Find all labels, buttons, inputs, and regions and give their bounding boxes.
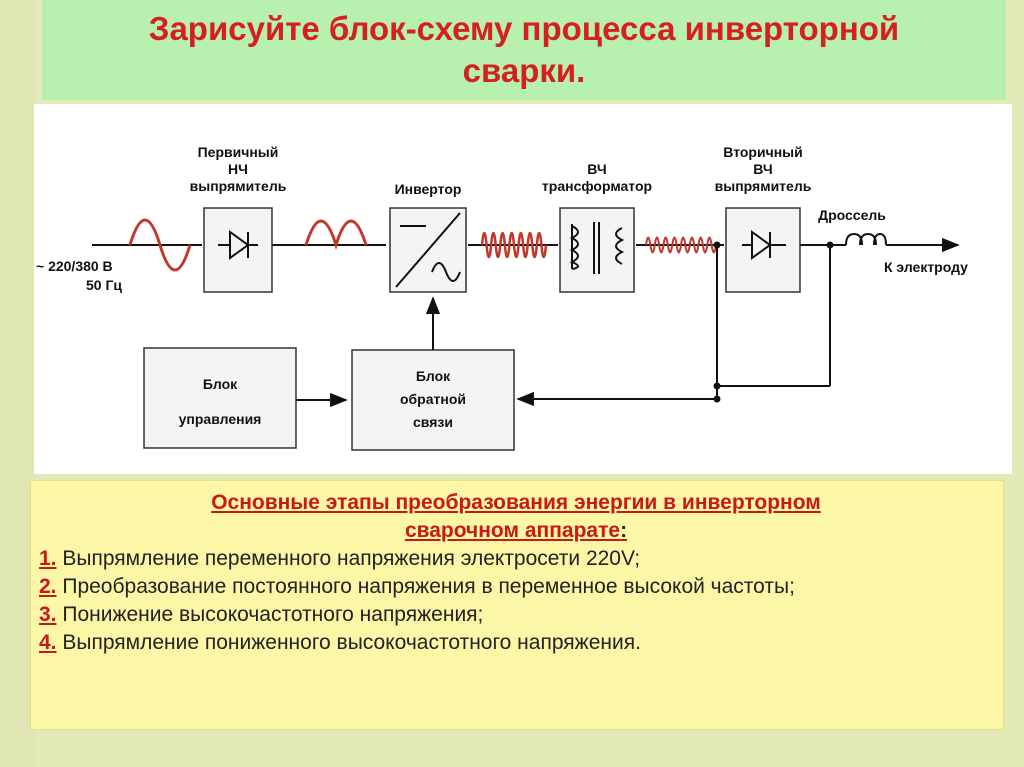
secondary-rectifier-label-2: ВЧ [753, 161, 772, 177]
stage-item: 2. Преобразование постоянного напряжения… [39, 573, 993, 601]
input-voltage-label: ~ 220/380 В [36, 258, 113, 274]
stages-heading-line-1: Основные этапы преобразования энергии в … [211, 491, 821, 514]
primary-rectifier-label-3: выпрямитель [190, 178, 287, 194]
primary-rectifier-label-2: НЧ [228, 161, 248, 177]
feedback-block-label-1: Блок [416, 368, 451, 384]
sine-wave [128, 218, 192, 272]
hf-wave-low [645, 236, 717, 254]
stage-text: Понижение высокочастотного напряжения; [62, 603, 484, 626]
junction-dot [713, 395, 721, 403]
diode-icon [218, 230, 258, 260]
secondary-rectifier-label-3: выпрямитель [715, 178, 812, 194]
diode-icon [742, 230, 786, 260]
primary-rectifier-label-1: Первичный [198, 144, 279, 160]
stage-item: 4. Выпрямление пониженного высокочастотн… [39, 629, 993, 657]
page-title-line-2: сварки. [462, 52, 586, 89]
stage-item: 3. Понижение высокочастотного напряжения… [39, 601, 993, 629]
stage-number: 1. [39, 547, 57, 570]
stage-number: 2. [39, 575, 57, 598]
transformer-label-1: ВЧ [587, 161, 606, 177]
output-label: К электроду [884, 259, 968, 275]
secondary-rectifier-label-1: Вторичный [723, 144, 802, 160]
feedback-block-label-3: связи [413, 414, 453, 430]
choke-label: Дроссель [818, 207, 886, 223]
feedback-block-box [351, 349, 515, 451]
stages-heading: Основные этапы преобразования энергии в … [99, 489, 933, 545]
stage-number: 3. [39, 603, 57, 626]
stage-number: 4. [39, 631, 57, 654]
stage-text: Выпрямление переменного напряжения элект… [62, 547, 641, 570]
junction-dot [713, 382, 721, 390]
stage-text: Преобразование постоянного напряжения в … [62, 575, 795, 598]
block-diagram: Первичный НЧ выпрямитель Инвертор ВЧ тра… [36, 144, 968, 451]
inverter-label: Инвертор [395, 181, 462, 197]
input-frequency-label: 50 Гц [86, 277, 122, 293]
junction-dot [713, 241, 721, 249]
transformer-icon [569, 222, 625, 274]
transformer-label-2: трансформатор [542, 178, 652, 194]
stages-heading-line-2: сварочном аппарате [404, 519, 621, 542]
control-block-box [143, 347, 297, 449]
page-title-line-1: Зарисуйте блок-схему процесса инверторно… [148, 10, 900, 47]
control-block-label-1: Блок [203, 376, 238, 392]
stages-box: Основные этапы преобразования энергии в … [30, 480, 1004, 730]
hf-wave [480, 231, 548, 259]
title-banner: Зарисуйте блок-схему процесса инверторно… [42, 0, 1006, 100]
control-block-label-2: управления [179, 411, 262, 427]
junction-dot [826, 241, 834, 249]
stage-text: Выпрямление пониженного высокочастотного… [62, 631, 641, 654]
inverter-icon [395, 212, 461, 288]
rectified-wave [304, 219, 368, 251]
block-diagram-panel: Первичный НЧ выпрямитель Инвертор ВЧ тра… [34, 104, 1012, 474]
stages-heading-colon: : [620, 519, 628, 542]
inductor-icon [845, 232, 887, 246]
stage-item: 1. Выпрямление переменного напряжения эл… [39, 545, 993, 573]
feedback-block-label-2: обратной [400, 391, 466, 407]
